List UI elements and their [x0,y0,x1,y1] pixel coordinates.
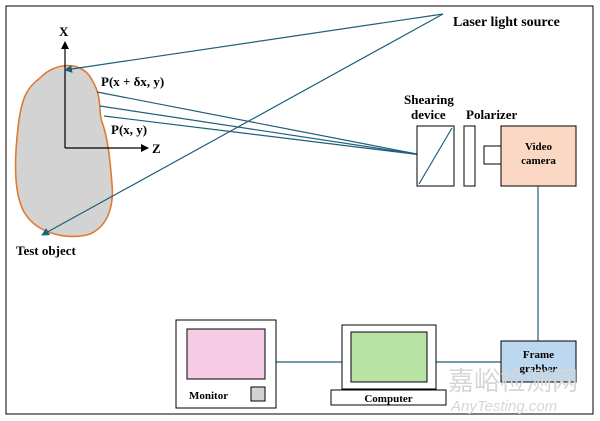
shearing-mirror [418,127,453,185]
point-shift-label: P(x + δx, y) [101,74,164,89]
point-label: P(x, y) [111,122,147,137]
z-axis-label: Z [152,141,161,156]
shearing-label-1: Shearing [404,92,454,107]
frame-grabber-label-1: Frame [523,349,554,361]
video-camera [500,125,577,187]
monitor-button [250,386,266,402]
video-camera-label-1: Video [525,141,553,153]
camera-lens [483,145,502,165]
monitor-screen [186,328,266,380]
reflected-ray-p-shift [96,91,423,156]
computer-screen [350,331,428,383]
illumination-ray-bottom [41,13,444,236]
polarizer-label: Polarizer [466,107,517,122]
test-object-label: Test object [16,243,76,258]
laser-label: Laser light source [453,15,560,30]
computer-label: Computer [364,393,412,405]
illumination-ray-top [64,13,444,73]
reflected-ray-p-inner [103,115,423,156]
computer-base [330,389,447,406]
frame-grabber-label-2: grabber [520,363,558,375]
polarizer [463,125,476,187]
x-axis-label: X [59,24,69,39]
shearing-label-2: device [411,107,446,122]
reflected-ray-p [99,105,423,156]
video-camera-label-2: camera [521,155,556,167]
outer-frame [5,5,594,415]
watermark-en: AnyTesting.com [450,398,557,415]
watermark-cn: 嘉峪检测网 [448,366,578,396]
frame-grabber [500,340,577,383]
monitor-label: Monitor [189,390,228,402]
test-object-shape [14,64,114,238]
